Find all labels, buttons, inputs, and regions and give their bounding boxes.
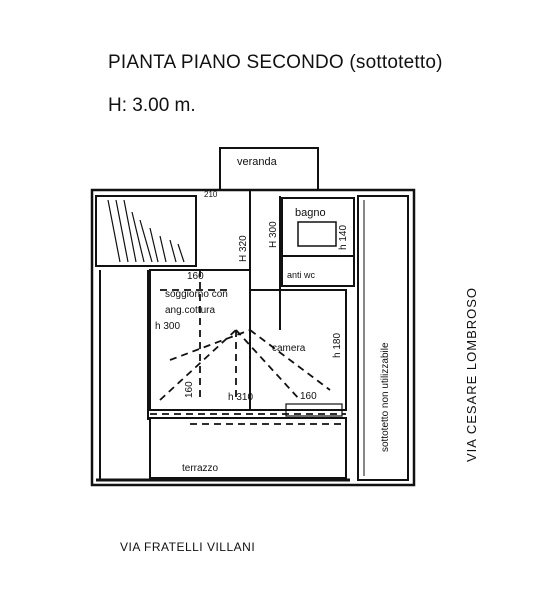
dim-h310: h 310: [228, 392, 253, 403]
street-right: VIA CESARE LOMBROSO: [464, 287, 479, 462]
label-soggiorno-2: ang.cottura: [165, 305, 215, 316]
window-frame: [285, 403, 343, 417]
label-bagno-h: h 140: [338, 225, 349, 250]
dim-h320: H 320: [238, 235, 249, 262]
plan-title: PIANTA PIANO SECONDO (sottotetto): [108, 52, 443, 73]
bathtub: [297, 221, 337, 247]
label-soggiorno-1: soggiorno con: [165, 289, 228, 300]
dim-160-lower-right: 160: [300, 391, 317, 402]
label-sottotetto: sottotetto non utilizzabile: [380, 342, 391, 452]
dim-h300: H 300: [268, 221, 279, 248]
camera-walls: [249, 289, 347, 411]
label-camera-h: h 180: [332, 333, 343, 358]
label-anti-wc: anti wc: [287, 270, 316, 280]
label-veranda: veranda: [237, 156, 278, 168]
label-soggiorno-h: h 300: [155, 321, 180, 332]
veranda-outline: [219, 147, 319, 191]
street-bottom: VIA FRATELLI VILLANI: [120, 540, 256, 554]
outer-wall: [90, 188, 416, 487]
terrazzo-walls: [149, 417, 347, 479]
sottotetto-area: [357, 195, 409, 481]
floor-height: H: 3.00 m.: [108, 95, 196, 116]
label-terrazzo: terrazzo: [182, 463, 219, 474]
dim-160-lower-left: 160: [184, 381, 195, 398]
anti-wc-walls: [281, 255, 355, 287]
dim-160-upper: 160: [187, 271, 204, 282]
roof-slope-lines: [150, 270, 346, 425]
label-bagno: bagno: [295, 207, 326, 219]
stair-treads: [107, 199, 185, 263]
staircase: [95, 195, 197, 267]
dim-210: 210: [204, 190, 218, 199]
label-camera: camera: [272, 343, 306, 354]
